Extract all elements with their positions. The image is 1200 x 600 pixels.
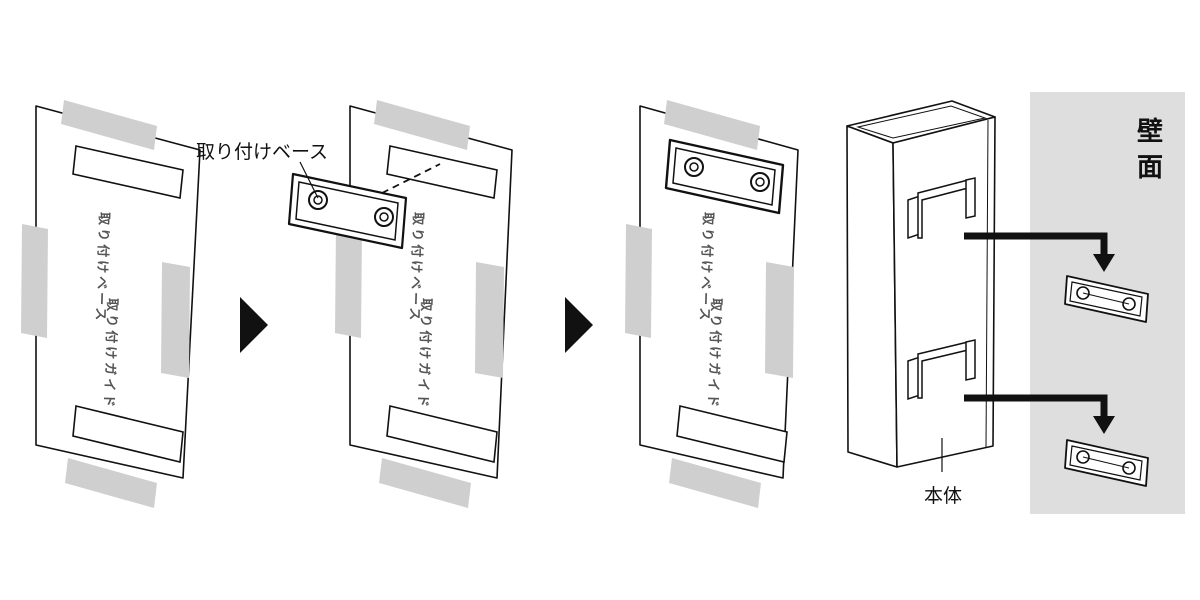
wall-label-line1: 壁 xyxy=(1137,116,1163,147)
tape-right xyxy=(475,262,504,378)
step2-guide-sheet: 取り付けベース 取り付けガイド 取り付けベース xyxy=(196,100,513,508)
tape-left xyxy=(335,224,362,338)
guide-text-line2: 取り付けガイド xyxy=(414,298,434,411)
mounting-base-lifted xyxy=(287,172,408,250)
tape-right xyxy=(765,262,794,378)
base-label: 取り付けベース xyxy=(196,141,328,163)
mounting-base-attached xyxy=(664,138,785,215)
guide-text-line2: 取り付けガイド xyxy=(100,298,120,411)
tape-bottom xyxy=(669,458,761,508)
slot-top xyxy=(386,145,498,199)
step-arrow-1 xyxy=(240,297,268,353)
guide-text-line1: 取り付けベース xyxy=(406,212,426,324)
mount-arrow-lower xyxy=(964,394,1108,418)
tape-top xyxy=(61,100,157,150)
tape-left xyxy=(21,224,48,338)
step-arrow-2 xyxy=(565,297,593,353)
body-back-face xyxy=(892,116,996,468)
body-label: 本体 xyxy=(924,485,962,507)
body-top-inner xyxy=(856,105,987,139)
cabinet-body: 本体 xyxy=(846,100,996,507)
slot-bottom xyxy=(386,405,498,463)
wall-label-line2: 面 xyxy=(1137,153,1163,183)
mount-arrow-upper xyxy=(964,232,1108,256)
tape-left xyxy=(625,224,652,338)
slot-top xyxy=(72,145,184,199)
wall-base-lower xyxy=(1064,439,1149,487)
hanging-bracket-upper xyxy=(907,177,976,240)
slot-bottom xyxy=(676,405,788,463)
hanging-bracket-lower xyxy=(907,339,976,401)
guide-text-line1: 取り付けベース xyxy=(92,212,112,324)
placement-dashed-line xyxy=(381,163,441,194)
guide-text-line1: 取り付けベース xyxy=(696,212,716,324)
base-label-leader xyxy=(299,161,319,199)
tape-right xyxy=(161,262,190,378)
tape-top xyxy=(374,100,470,150)
guide-text-line2: 取り付けガイド xyxy=(704,298,724,411)
tape-bottom xyxy=(379,458,471,508)
tape-top xyxy=(664,100,760,150)
step1-guide-sheet: 取り付けベース 取り付けガイド xyxy=(21,100,201,508)
tape-bottom xyxy=(65,458,157,508)
step3-guide-sheet: 取り付けベース 取り付けガイド xyxy=(625,100,799,508)
wall-base-upper xyxy=(1064,275,1149,323)
body-left-face xyxy=(846,125,898,468)
slot-bottom xyxy=(72,405,184,463)
